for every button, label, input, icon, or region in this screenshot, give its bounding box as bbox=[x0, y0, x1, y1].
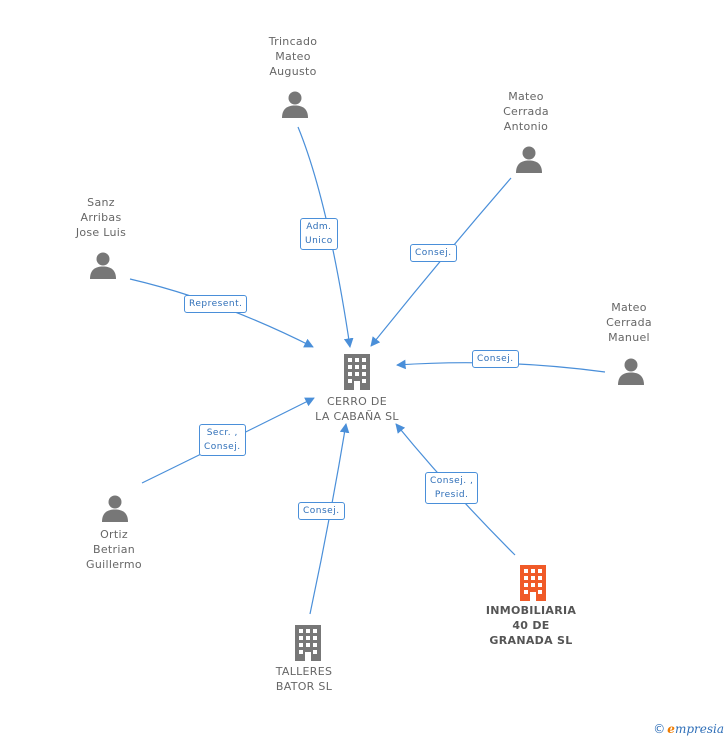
edge-arrow-sanz bbox=[129, 278, 314, 348]
person-icon-trincado[interactable] bbox=[281, 90, 309, 122]
company-label-inmobiliaria[interactable]: INMOBILIARIA 40 DE GRANADA SL bbox=[485, 604, 577, 647]
company-label-cerro[interactable]: CERRO DE LA CABAÑA SL bbox=[315, 395, 399, 423]
brand-logo-text: mpresia bbox=[674, 722, 724, 736]
footer-brand: ©empresia bbox=[653, 722, 724, 736]
person-icon bbox=[618, 358, 644, 385]
edge-arrow-mateo-antonio bbox=[370, 177, 512, 347]
person-label-mateo-antonio[interactable]: Mateo Cerrada Antonio bbox=[503, 90, 549, 133]
person-label-ortiz[interactable]: Ortiz Betrian Guillermo bbox=[86, 528, 142, 571]
person-label-trincado[interactable]: Trincado Mateo Augusto bbox=[268, 35, 318, 78]
building-icon bbox=[344, 354, 370, 390]
copyright-symbol: © bbox=[653, 722, 666, 736]
brand-logo-initial: e bbox=[667, 722, 675, 736]
edge-label-inmobiliaria[interactable]: Consej. , Presid. bbox=[425, 472, 479, 504]
person-icon bbox=[282, 91, 308, 118]
company-icon-cerro[interactable] bbox=[341, 354, 373, 394]
person-label-sanz[interactable]: Sanz Arribas Jose Luis bbox=[75, 196, 127, 239]
company-icon-talleres[interactable] bbox=[292, 625, 324, 665]
building-icon bbox=[520, 565, 546, 601]
edge-label-talleres[interactable]: Consej. bbox=[298, 502, 345, 520]
person-icon bbox=[516, 146, 542, 173]
edge-label-mateo-antonio[interactable]: Consej. bbox=[410, 244, 457, 262]
person-icon-sanz[interactable] bbox=[89, 251, 117, 283]
edge-label-mateo-manuel[interactable]: Consej. bbox=[472, 350, 519, 368]
person-icon-mateo-antonio[interactable] bbox=[515, 145, 543, 177]
person-icon bbox=[90, 252, 116, 279]
company-label-talleres[interactable]: TALLERES BATOR SL bbox=[275, 665, 333, 693]
person-icon-mateo-manuel[interactable] bbox=[617, 357, 645, 389]
edge-label-sanz[interactable]: Represent. bbox=[184, 295, 248, 313]
edge-label-ortiz[interactable]: Secr. , Consej. bbox=[199, 424, 246, 456]
person-icon bbox=[102, 495, 128, 522]
company-icon-inmobiliaria[interactable] bbox=[517, 565, 549, 605]
building-icon bbox=[295, 625, 321, 661]
edge-label-trincado[interactable]: Adm. Unico bbox=[300, 218, 338, 250]
person-label-mateo-manuel[interactable]: Mateo Cerrada Manuel bbox=[606, 301, 652, 344]
person-icon-ortiz[interactable] bbox=[101, 494, 129, 526]
